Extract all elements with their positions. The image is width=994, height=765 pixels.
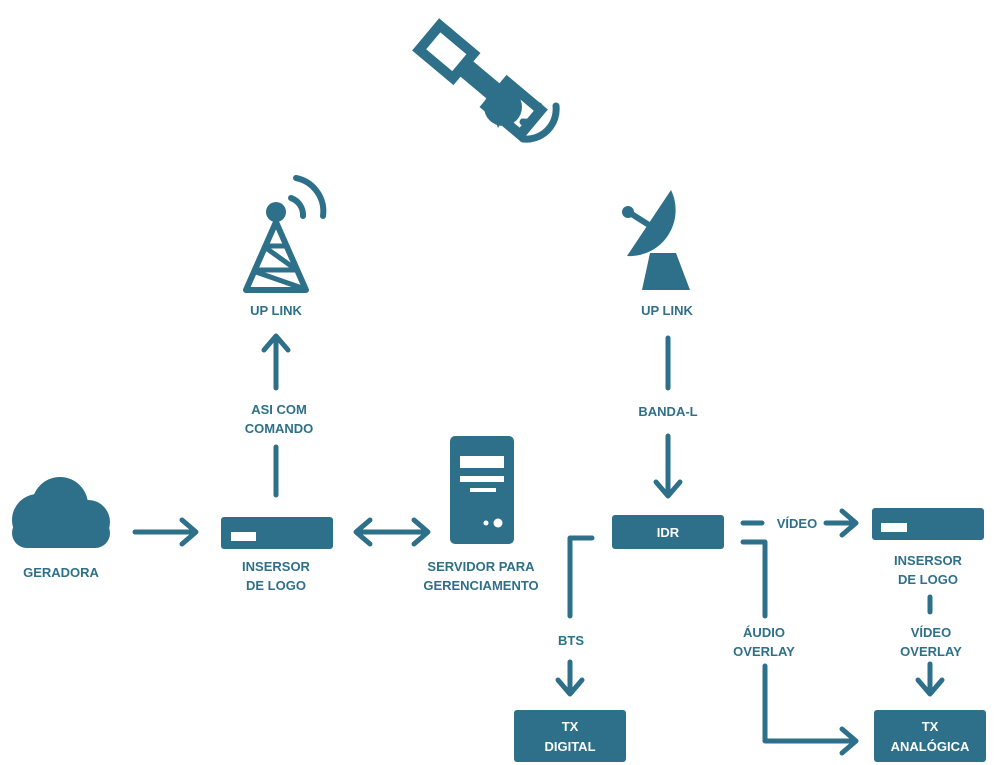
server-tower-icon xyxy=(450,436,514,544)
uplink-right-label: UP LINK xyxy=(641,303,693,318)
labels: GERADORA INSERSOR DE LOGO SERVIDOR PARA … xyxy=(23,303,962,659)
insersor-logo-left-box xyxy=(221,517,333,549)
insersor-logo-left-label-1: INSERSOR xyxy=(242,559,311,574)
video-overlay-label-1: VÍDEO xyxy=(911,625,951,640)
line-idr-bts xyxy=(567,535,595,619)
video-overlay-label-2: OVERLAY xyxy=(900,644,962,659)
uplink-left-label: UP LINK xyxy=(250,303,302,318)
tx-analogica-label-2: ANALÓGICA xyxy=(891,739,970,754)
asi-com-comando-label-2: COMANDO xyxy=(245,421,314,436)
antenna-tower-icon xyxy=(243,175,327,293)
bts-label: BTS xyxy=(558,633,584,648)
servidor-label-1: SERVIDOR PARA xyxy=(427,559,535,574)
line-idr-audio xyxy=(740,539,768,619)
tx-digital-label-1: TX xyxy=(562,719,579,734)
idr-box: IDR xyxy=(612,515,724,549)
geradora-label: GERADORA xyxy=(23,565,99,580)
servidor-label-2: GERENCIAMENTO xyxy=(423,578,538,593)
asi-com-comando-label-1: ASI COM xyxy=(251,402,307,417)
audio-overlay-label-1: ÁUDIO xyxy=(743,625,785,640)
cloud-icon xyxy=(12,477,110,548)
tx-analogica-label-1: TX xyxy=(922,719,939,734)
insersor-logo-right-label-1: INSERSOR xyxy=(894,553,963,568)
insersor-logo-right-label-2: DE LOGO xyxy=(898,572,958,587)
banda-l-label: BANDA-L xyxy=(638,404,697,419)
satellite-dish-icon xyxy=(622,190,690,290)
tx-analogica-box: TX ANALÓGICA xyxy=(874,710,986,762)
connectors xyxy=(132,333,945,756)
video-label: VÍDEO xyxy=(777,516,817,531)
insersor-logo-right-box xyxy=(872,508,984,540)
insersor-logo-left-label-2: DE LOGO xyxy=(246,578,306,593)
idr-label: IDR xyxy=(657,525,680,540)
tx-digital-box: TX DIGITAL xyxy=(514,710,626,762)
tx-digital-label-2: DIGITAL xyxy=(544,739,595,754)
arrow-audio-txanalogica xyxy=(762,663,857,744)
audio-overlay-label-2: OVERLAY xyxy=(733,644,795,659)
satellite-icon xyxy=(412,18,560,143)
